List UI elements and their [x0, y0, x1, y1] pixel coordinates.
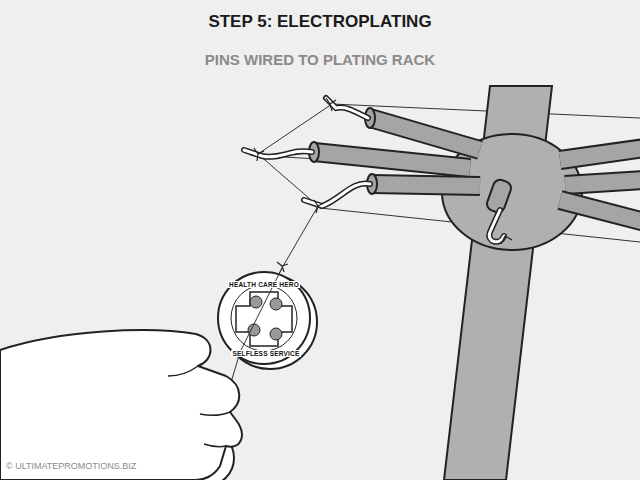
finger-line	[168, 366, 230, 447]
rack-arm	[309, 108, 640, 222]
pin-button	[218, 272, 317, 369]
pin-text: HEALTH CARE HERO	[228, 281, 300, 288]
wire-hook	[244, 98, 504, 242]
wire-tie	[254, 98, 512, 272]
watermark: © ULTIMATEPROMOTIONS.BIZ	[6, 461, 136, 471]
subtitle: PINS WIRED TO PLATING RACK	[205, 51, 435, 68]
hand	[0, 330, 242, 480]
pin-text: SELFLESS SERVICE	[231, 350, 300, 357]
step-title: STEP 5: ELECTROPLATING	[0, 12, 640, 32]
